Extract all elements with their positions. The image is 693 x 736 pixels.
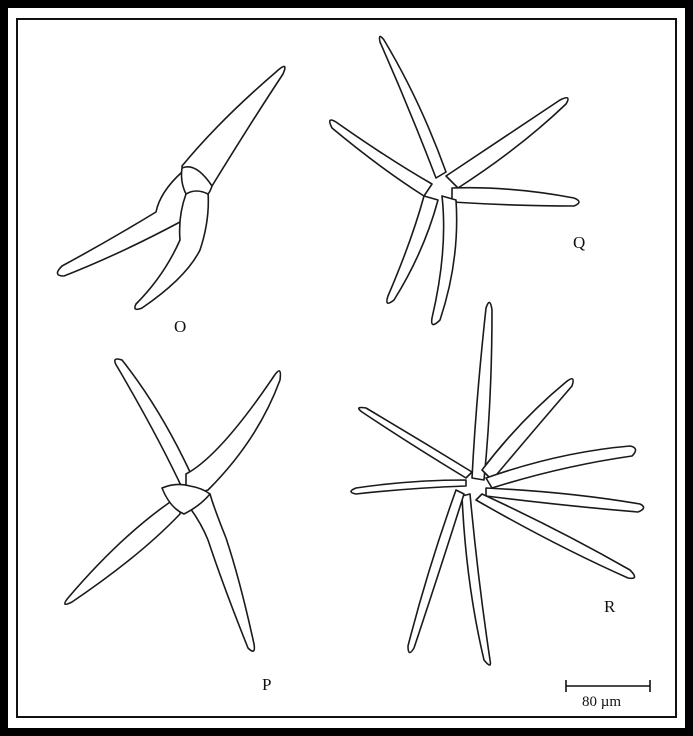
- scale-bar-label: 80 µm: [582, 694, 621, 710]
- trichome-q: [330, 36, 579, 324]
- label-r: R: [604, 597, 616, 616]
- trichome-p-arm-lower-right: [184, 494, 254, 651]
- trichome-r: [351, 302, 644, 665]
- trichome-q-arm-right: [452, 188, 579, 206]
- trichome-r-arm-up: [472, 302, 492, 480]
- label-q: Q: [573, 233, 585, 252]
- label-p: P: [262, 675, 271, 694]
- trichome-p-arm-lower-left: [65, 494, 182, 604]
- scale-bar: 80 µm: [566, 680, 650, 710]
- trichome-q-arm-down-left: [387, 196, 438, 303]
- trichome-p-arm-upper-right: [186, 371, 280, 492]
- trichome-r-arm-down: [462, 494, 490, 665]
- trichome-r-arm-left: [351, 480, 466, 494]
- trichome-q-arm-left: [330, 120, 432, 196]
- label-o: O: [174, 317, 186, 336]
- trichome-o: [57, 66, 284, 309]
- trichome-r-arm-upper-left: [359, 408, 472, 479]
- trichome-p-arm-upper-left: [115, 359, 190, 492]
- trichome-q-arm-down: [432, 196, 457, 325]
- trichome-r-arm-down-left: [408, 490, 464, 653]
- trichome-q-arm-up: [380, 36, 447, 178]
- trichome-o-arm-left: [57, 172, 188, 276]
- trichome-q-arm-upper-right: [446, 98, 568, 188]
- trichome-p: [65, 359, 281, 651]
